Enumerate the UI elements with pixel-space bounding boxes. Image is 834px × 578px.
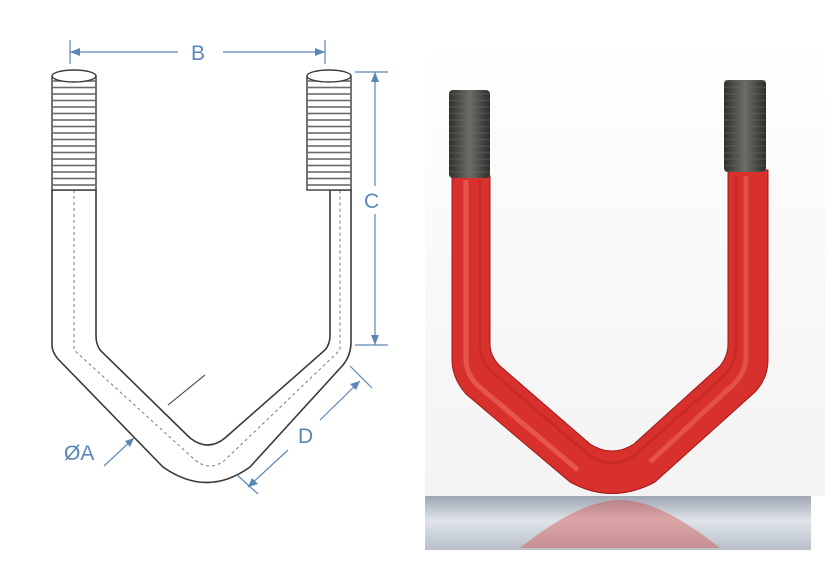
dimension-d: [235, 365, 373, 495]
dimension-c-label: C: [364, 190, 379, 213]
dimension-b-label: B: [191, 42, 205, 65]
dimension-d-label: D: [298, 425, 313, 448]
dimension-a-label: ØA: [64, 442, 94, 465]
display-base: [425, 496, 811, 550]
right-thread: [306, 69, 352, 191]
dimension-b: [69, 40, 326, 64]
dimension-c: [355, 71, 388, 346]
left-thread: [51, 69, 97, 191]
photo-left-thread: [449, 90, 490, 178]
red-coated-body: [451, 169, 769, 494]
reflection: [520, 500, 720, 548]
body-highlight: [463, 180, 580, 472]
body-highlight-right: [648, 176, 749, 464]
u-bolt-photo-icon: [425, 40, 825, 550]
dimension-a: [103, 437, 135, 467]
centerline: [73, 190, 341, 467]
body-shadow: [478, 176, 738, 465]
u-bolt-outline: [51, 189, 352, 484]
photo-right-thread: [724, 80, 766, 172]
u-bolt-line-drawing-icon: B C D ØA: [51, 40, 388, 495]
diameter-leader: [167, 374, 206, 406]
